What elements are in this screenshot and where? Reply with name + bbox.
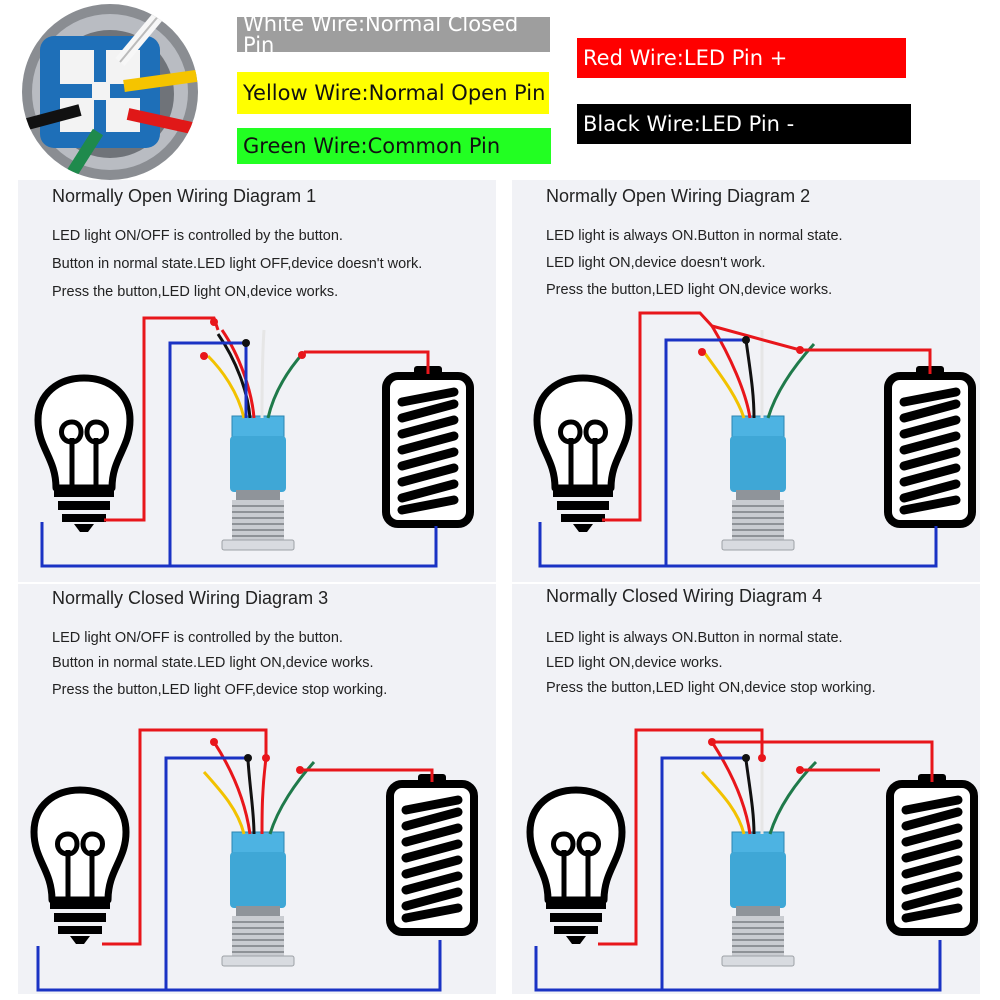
battery-icon (386, 366, 470, 524)
legend-yellow-wire: Yellow Wire:Normal Open Pin (237, 72, 549, 114)
diagram-description-line: Press the button,LED light ON,device wor… (52, 284, 339, 300)
push-button-switch-icon (221, 415, 295, 551)
battery-icon (888, 366, 972, 524)
battery-icon (890, 774, 974, 932)
push-button-switch-icon (721, 415, 795, 551)
push-button-switch-icon (221, 831, 295, 967)
pin-connector-photo-icon (22, 4, 198, 180)
diagram-title: Normally Closed Wiring Diagram 4 (546, 586, 823, 606)
legend-white-wire: White Wire:Normal Closed Pin (237, 13, 550, 55)
diagram-description-line: LED light is always ON.Button in normal … (546, 228, 843, 244)
light-bulb-icon (38, 378, 130, 532)
diagram-description-line: Press the button,LED light OFF,device st… (52, 682, 388, 698)
legend-red-wire: Red Wire:LED Pin + (577, 38, 906, 78)
diagram-description-line: Press the button,LED light ON,device sto… (546, 680, 876, 696)
diagram-description-line: LED light is always ON.Button in normal … (546, 630, 843, 646)
diagram-description-line: LED light ON,device works. (546, 655, 723, 671)
diagram-2-drawing (537, 311, 972, 568)
diagram-description-line: LED light ON/OFF is controlled by the bu… (52, 228, 343, 244)
legend-black-wire: Black Wire:LED Pin - (577, 104, 911, 144)
light-bulb-icon (530, 790, 622, 944)
diagram-description-line: Button in normal state.LED light OFF,dev… (52, 256, 423, 272)
diagram-description-line: LED light ON/OFF is controlled by the bu… (52, 630, 343, 646)
diagram-4-drawing (530, 728, 974, 992)
battery-icon (390, 774, 474, 932)
diagram-description-line: Button in normal state.LED light ON,devi… (52, 655, 374, 671)
light-bulb-icon (34, 790, 126, 944)
legend-green-wire: Green Wire:Common Pin (237, 128, 551, 164)
diagram-1-drawing (38, 316, 470, 568)
diagram-title: Normally Open Wiring Diagram 1 (52, 186, 317, 206)
diagram-3-drawing (34, 728, 474, 992)
diagram-description-line: LED light ON,device doesn't work. (546, 255, 766, 271)
diagram-title: Normally Closed Wiring Diagram 3 (52, 588, 329, 608)
diagram-title: Normally Open Wiring Diagram 2 (546, 186, 811, 206)
push-button-switch-icon (721, 831, 795, 967)
diagram-description-line: Press the button,LED light ON,device wor… (546, 282, 833, 298)
light-bulb-icon (537, 378, 629, 532)
